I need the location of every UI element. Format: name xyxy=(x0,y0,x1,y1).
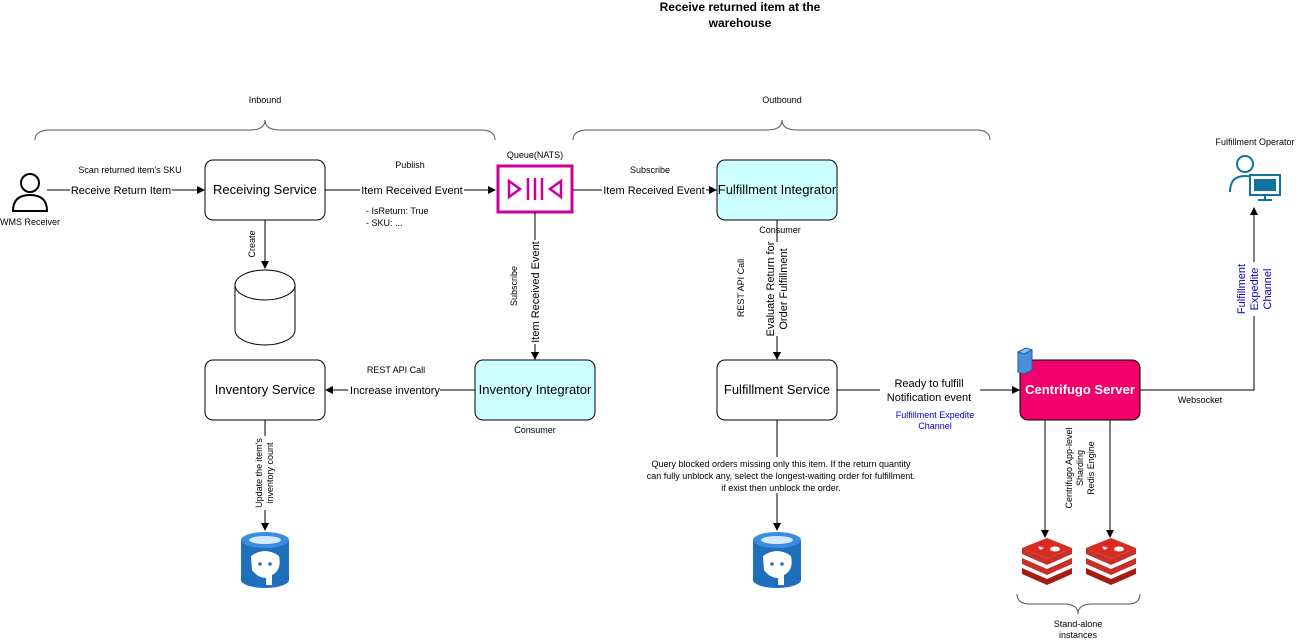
server-icon xyxy=(1016,347,1034,375)
scan-sku-label: Scan returned item's SKU xyxy=(78,165,181,175)
centrifugo-server-label: Centrifugo Server xyxy=(1025,382,1135,397)
inbound-section-label: Inbound xyxy=(249,95,282,105)
item-received-event-label-1: Item Received Event xyxy=(361,185,463,197)
redis-instance-1-icon xyxy=(1022,538,1072,585)
item-received-event-label-3: Item Received Event xyxy=(530,241,542,343)
inventory-integrator-label: Inventory Integrator xyxy=(479,382,592,397)
update-label-line2: inventory count xyxy=(265,442,275,504)
channel-label-line1: Fulfillment Expedite xyxy=(896,410,975,420)
update-label-line1: Update the item's xyxy=(254,438,264,508)
fulfillment-operator-icon xyxy=(1229,155,1281,201)
vertical-channel-line2: Expedite xyxy=(1249,268,1261,311)
fulfillment-integrator-label: Fulfillment Integrator xyxy=(718,182,837,197)
subscribe-top-label: Subscribe xyxy=(630,165,670,175)
evaluate-label-bg xyxy=(763,242,791,336)
item-event-1-bg xyxy=(360,183,464,197)
diagram-title-line1: Receive returned item at the xyxy=(660,0,821,14)
centrifugo-label-line2: Sharding xyxy=(1075,450,1085,486)
websocket-label: Websocket xyxy=(1178,395,1223,405)
receiving-database-icon xyxy=(234,269,296,346)
subscribe-vertical-label: Subscribe xyxy=(509,266,519,306)
create-label: Create xyxy=(247,230,257,257)
postgres-inventory-icon xyxy=(241,532,289,588)
increase-inventory-label: Increase inventory xyxy=(350,385,440,397)
inbound-brace xyxy=(34,119,496,141)
standalone-brace xyxy=(1016,593,1141,615)
fulfillment-integrator-consumer-label: Consumer xyxy=(759,225,801,235)
inventory-integrator-consumer-label: Consumer xyxy=(514,425,556,435)
evaluate-label-line2: Order Fulfillment xyxy=(778,248,790,329)
inventory-service-label: Inventory Service xyxy=(215,382,315,397)
publish-label: Publish xyxy=(395,160,425,170)
item-received-event-label-2: Item Received Event xyxy=(603,185,705,197)
query-label-bg xyxy=(642,457,920,493)
isreturn-label: - IsReturn: True xyxy=(366,206,429,216)
outbound-brace xyxy=(572,119,991,141)
rest-api-call-outbound-label: REST API Call xyxy=(736,259,746,317)
ready-label-line2: Notification event xyxy=(887,392,971,404)
fulfillment-service-label: Fulfillment Service xyxy=(724,382,830,397)
increase-inventory-bg xyxy=(348,383,440,397)
wms-receiver-actor xyxy=(11,173,49,212)
vertical-channel-line1: Fulfillment xyxy=(1236,264,1248,314)
sku-label: - SKU: ... xyxy=(366,218,403,228)
queue-label: Queue(NATS) xyxy=(507,150,563,160)
vertical-channel-line3: Channel xyxy=(1262,269,1274,310)
rest-api-call-inbound-label: REST API Call xyxy=(367,365,425,375)
postgres-fulfillment-icon xyxy=(753,532,801,588)
channel-label-line2: Channel xyxy=(918,421,952,431)
update-label-bg xyxy=(253,436,275,510)
outbound-section-label: Outbound xyxy=(762,95,802,105)
query-label-line3: if exist then unblock the order. xyxy=(721,483,841,493)
receive-return-label-bg xyxy=(70,183,172,197)
redis-instance-2-icon xyxy=(1086,538,1136,585)
centrifugo-label-line3: Redis Engine xyxy=(1086,441,1096,495)
wms-receiver-label: WMS Receiver xyxy=(0,217,60,227)
vertical-channel-bg xyxy=(1234,262,1276,316)
evaluate-label-line1: Evaluate Return for xyxy=(765,241,777,336)
queue-icon xyxy=(496,164,574,214)
fulfillment-operator-label: Fulfillment Operator xyxy=(1215,137,1294,147)
ready-label-bg xyxy=(880,376,980,404)
item-event-3-bg xyxy=(528,240,542,344)
centrifugo-label-line1: Centrifugo App-level xyxy=(1064,427,1074,508)
receive-return-label: Receive Return Item xyxy=(71,185,171,197)
standalone-label-line1: Stand-alone xyxy=(1054,619,1103,629)
query-label-line1: Query blocked orders missing only this i… xyxy=(651,459,911,469)
diagram-title-line2: warehouse xyxy=(708,16,772,30)
standalone-label-line2: instances xyxy=(1059,630,1098,640)
ready-label-line1: Ready to fulfill xyxy=(894,378,963,390)
item-event-2-bg xyxy=(602,183,706,197)
query-label-line2: can fully unblock any, select the longes… xyxy=(647,471,915,481)
receiving-service-label: Receiving Service xyxy=(213,182,317,197)
